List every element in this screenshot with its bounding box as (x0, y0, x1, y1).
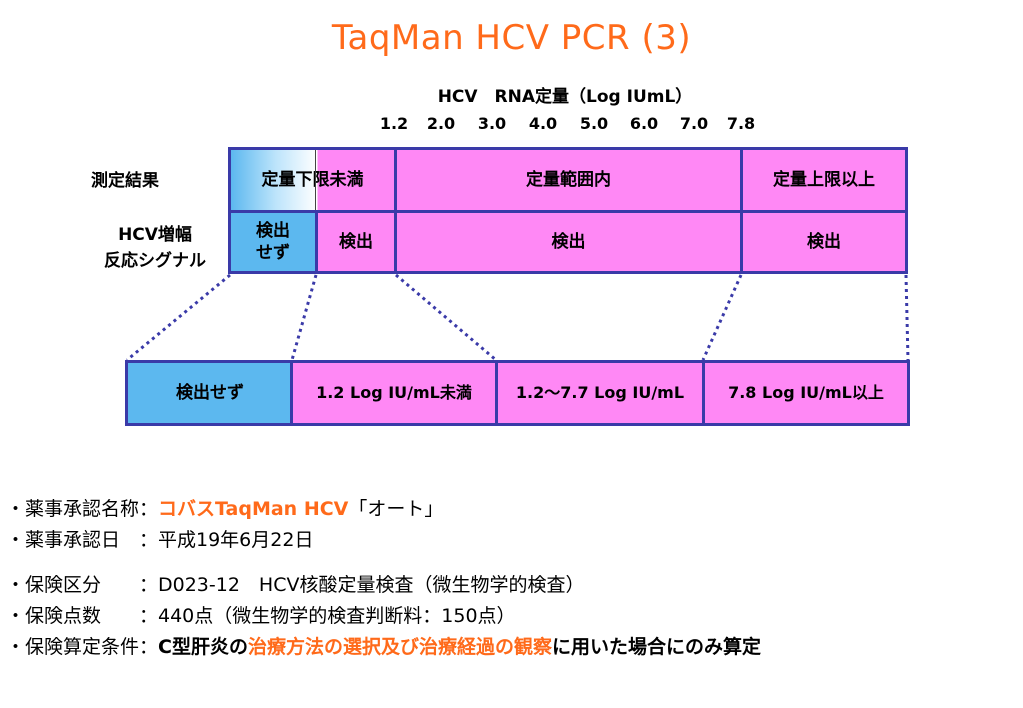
insurance-condition-a: C型肝炎の (158, 636, 248, 658)
signal-row-label-line1: HCV増幅 (118, 225, 192, 245)
axis-tick: 5.0 (579, 114, 609, 133)
approval-name-suffix: 「オート」 (348, 498, 444, 520)
insurance-condition-highlight: 治療方法の選択及び治療経過の観察 (247, 636, 552, 658)
result-not-detected-cell: 検出せず (125, 360, 295, 426)
connector-line (395, 273, 497, 362)
measurement-row-label: 測定結果 (91, 171, 159, 191)
detected-label: 検出 (339, 232, 373, 252)
page-title: TaqMan HCV PCR (3) (331, 18, 692, 58)
result-range-label: 1.2～7.7 Log IU/mL (515, 383, 685, 402)
approval-name-line: ・薬事承認名称：コバスTaqMan HCV「オート」 (6, 496, 443, 522)
result-below-label: 1.2 Log IU/mL未満 (316, 383, 472, 402)
axis-tick: 2.0 (426, 114, 456, 133)
result-above-label: 7.8 Log IU/mL以上 (728, 383, 884, 402)
detected-label: 検出 (551, 232, 586, 252)
axis-tick: 1.2 (379, 114, 409, 133)
above-limit-cell: 定量上限以上 (740, 147, 908, 213)
axis-tick: 3.0 (477, 114, 507, 133)
axis-tick: 7.8 (726, 114, 756, 133)
result-not-detected-label: 検出せず (176, 383, 244, 403)
insurance-category-line: ・保険区分 ：D023-12 HCV核酸定量検査（微生物学的検査） (6, 574, 585, 596)
axis-tick: 6.0 (629, 114, 659, 133)
result-range-cell: 1.2～7.7 Log IU/mL (495, 360, 705, 426)
detected-cell-range: 検出 (394, 210, 743, 274)
approval-name-label: ・薬事承認名称： (6, 498, 159, 520)
result-above-cell: 7.8 Log IU/mL以上 (702, 360, 910, 426)
in-range-cell: 定量範囲内 (394, 147, 743, 213)
axis-tick: 4.0 (528, 114, 558, 133)
in-range-label: 定量範囲内 (526, 170, 611, 190)
detected-cell-low: 検出 (315, 210, 397, 274)
insurance-condition-label: ・保険算定条件： (6, 636, 159, 658)
threshold-divider (315, 150, 316, 210)
signal-row-label-line2: 反応シグナル (104, 251, 206, 271)
connector-line (701, 274, 743, 361)
below-limit-cell: 定量下限未満 (228, 147, 397, 213)
connector-line (126, 273, 231, 362)
detected-cell-high: 検出 (740, 210, 908, 274)
connector-line (904, 274, 910, 361)
axis-tick: 7.0 (679, 114, 709, 133)
not-detected-label-line2: せず (256, 243, 290, 263)
approval-name-value: コバスTaqMan HCV (158, 498, 349, 520)
detected-label: 検出 (807, 232, 841, 252)
below-limit-label: 定量下限未満 (261, 170, 364, 190)
result-below-cell: 1.2 Log IU/mL未満 (290, 360, 498, 426)
insurance-condition-line: ・保険算定条件：C型肝炎の治療方法の選択及び治療経過の観察に用いた場合にのみ算定 (6, 634, 761, 660)
not-detected-label-line1: 検出 (256, 221, 290, 241)
insurance-condition-c: に用いた場合にのみ算定 (551, 636, 761, 658)
insurance-points-line: ・保険点数 ：440点（微生物学的検査判断料：150点） (6, 605, 516, 627)
connector-line (290, 274, 318, 361)
approval-date-line: ・薬事承認日 ：平成19年6月22日 (6, 529, 314, 551)
above-limit-label: 定量上限以上 (773, 170, 875, 190)
axis-title: HCV RNA定量（Log IUmL） (437, 87, 693, 107)
